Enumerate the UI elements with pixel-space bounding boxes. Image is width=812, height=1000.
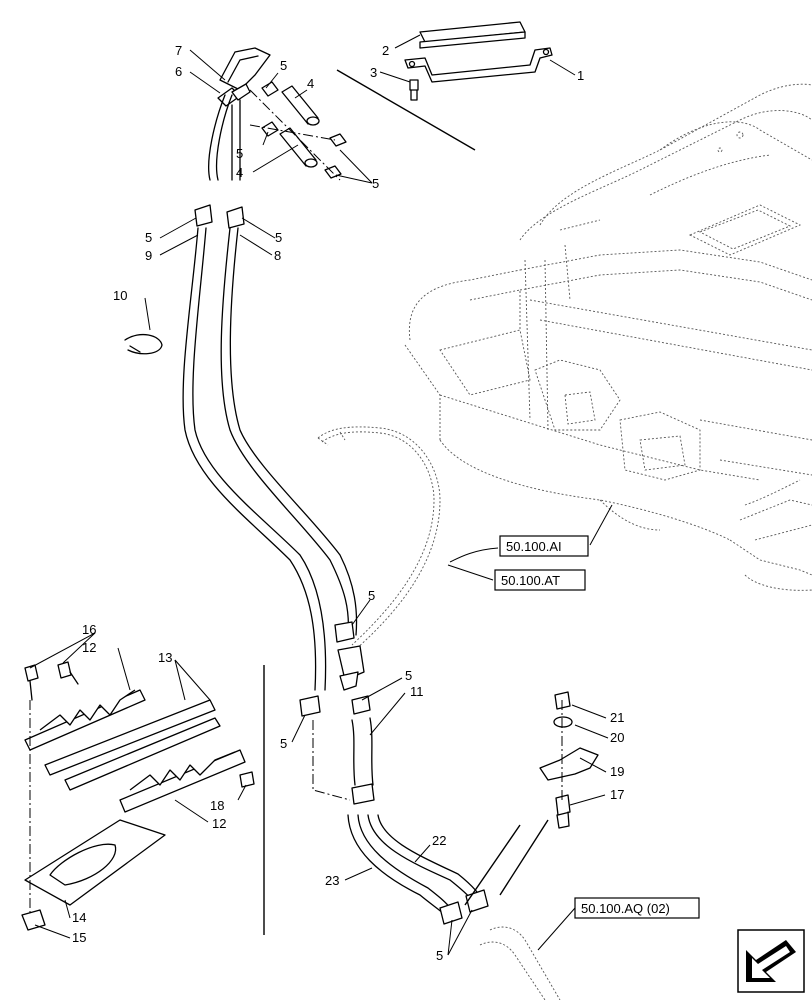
reference-box-aq[interactable]: 50.100.AQ (02) xyxy=(574,897,700,919)
lower-hose-assembly xyxy=(312,645,561,1000)
callout-5-a: 5 xyxy=(280,58,287,73)
clip-hardware-right xyxy=(539,691,599,829)
bracket-assembly-top xyxy=(404,21,553,101)
callout-17: 17 xyxy=(610,787,624,802)
leader-lines xyxy=(29,34,613,956)
reference-box-at[interactable]: 50.100.AT xyxy=(494,569,586,591)
reference-at: 50.100.AT xyxy=(501,573,560,588)
reference-ai: 50.100.AI xyxy=(506,539,562,554)
callout-1: 1 xyxy=(577,68,584,83)
ghost-tank-assembly xyxy=(404,83,812,591)
bracket-assembly-lower-left xyxy=(21,661,255,931)
callout-labels: 1 2 3 7 6 5 4 5 4 5 5 5 9 8 10 5 16 12 1… xyxy=(72,43,624,963)
callout-5-e: 5 xyxy=(275,230,282,245)
callout-13: 13 xyxy=(158,650,172,665)
callout-22: 22 xyxy=(432,833,446,848)
callout-5-i: 5 xyxy=(436,948,443,963)
callout-9: 9 xyxy=(145,248,152,263)
section-cut-lines xyxy=(263,69,549,935)
callout-11: 11 xyxy=(410,684,424,699)
callout-10: 10 xyxy=(113,288,127,303)
callout-19: 19 xyxy=(610,764,624,779)
wire-clip xyxy=(124,333,163,355)
callout-5-d: 5 xyxy=(145,230,152,245)
callout-2: 2 xyxy=(382,43,389,58)
long-hose-pair xyxy=(182,94,358,717)
callout-7: 7 xyxy=(175,43,182,58)
vent-fitting-top xyxy=(217,47,271,107)
callout-12-a: 12 xyxy=(82,640,96,655)
callout-6: 6 xyxy=(175,64,182,79)
callout-5-f: 5 xyxy=(368,588,375,603)
callout-20: 20 xyxy=(610,730,624,745)
callout-4-a: 4 xyxy=(307,76,314,91)
ghost-harness-loop xyxy=(317,426,441,651)
reference-aq: 50.100.AQ (02) xyxy=(581,901,670,916)
callout-12-b: 12 xyxy=(212,816,226,831)
callout-14: 14 xyxy=(72,910,86,925)
reference-box-ai[interactable]: 50.100.AI xyxy=(499,535,589,557)
callout-5-g: 5 xyxy=(405,668,412,683)
callout-5-b: 5 xyxy=(236,146,243,161)
callout-8: 8 xyxy=(274,248,281,263)
callout-3: 3 xyxy=(370,65,377,80)
arrow-down-left-icon[interactable] xyxy=(737,929,805,993)
callout-18: 18 xyxy=(210,798,224,813)
callout-5-h: 5 xyxy=(280,736,287,751)
callout-5-c: 5 xyxy=(372,176,379,191)
callout-23: 23 xyxy=(325,873,339,888)
short-hoses-upper xyxy=(249,81,347,181)
callout-21: 21 xyxy=(610,710,624,725)
callout-4-b: 4 xyxy=(236,165,243,180)
callout-15: 15 xyxy=(72,930,86,945)
callout-16: 16 xyxy=(82,622,96,637)
